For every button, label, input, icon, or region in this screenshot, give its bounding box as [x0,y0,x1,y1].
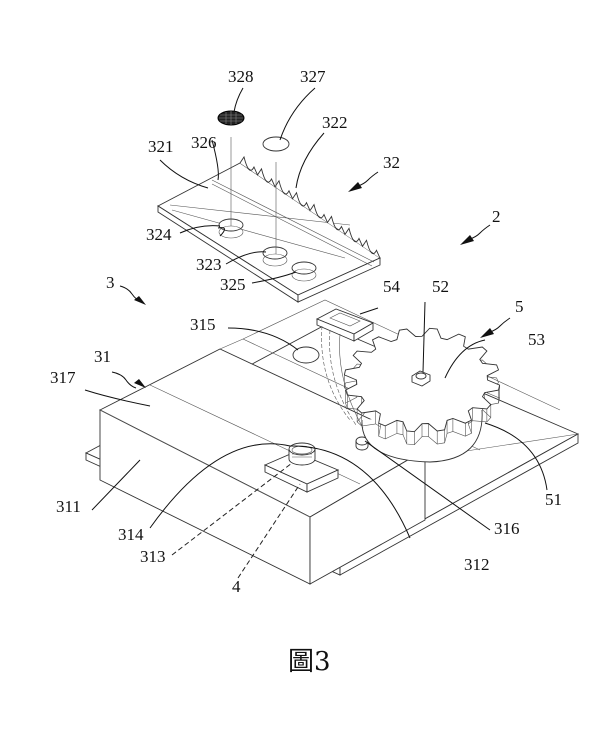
label-2: 2 [492,207,501,226]
label-313: 313 [140,547,166,566]
housing-311 [99,338,481,585]
holes-plate-32 [218,218,317,282]
label-316: 316 [494,519,520,538]
label-54: 54 [383,277,401,296]
label-322: 322 [322,113,348,132]
label-4: 4 [232,577,241,596]
label-51: 51 [545,490,562,509]
lens-327 [262,136,290,152]
label-312: 312 [464,555,490,574]
label-311: 311 [56,497,81,516]
arrow-32-icon [348,182,362,192]
sensor-54 [315,308,375,429]
label-53: 53 [528,330,545,349]
arrow-2-icon [460,235,474,245]
leader-lines [84,87,548,579]
toothed-rack-322 [239,155,381,259]
arrow-3-icon [134,296,146,305]
label-32: 32 [383,153,400,172]
shaft-52 [411,370,431,387]
label-324: 324 [146,225,172,244]
label-323: 323 [196,255,222,274]
label-325: 325 [220,275,246,294]
arrows [111,171,511,389]
label-327: 327 [300,67,326,86]
label-52: 52 [432,277,449,296]
label-315: 315 [190,315,216,334]
figure-caption: 圖3 [288,647,331,677]
label-317: 317 [50,368,76,387]
label-5: 5 [515,297,524,316]
lens-314 [288,442,316,466]
arrow-5-icon [480,328,494,338]
arrow-31-icon [134,379,146,388]
cover-plate-32 [157,162,381,303]
label-326: 326 [191,133,217,152]
label-321: 321 [148,137,174,156]
label-3: 3 [106,273,115,292]
hole-315 [292,346,320,364]
mount-block-313 [263,451,340,493]
label-328: 328 [228,67,254,86]
label-314: 314 [118,525,144,544]
label-31: 31 [94,347,111,366]
filter-328 [217,110,245,126]
